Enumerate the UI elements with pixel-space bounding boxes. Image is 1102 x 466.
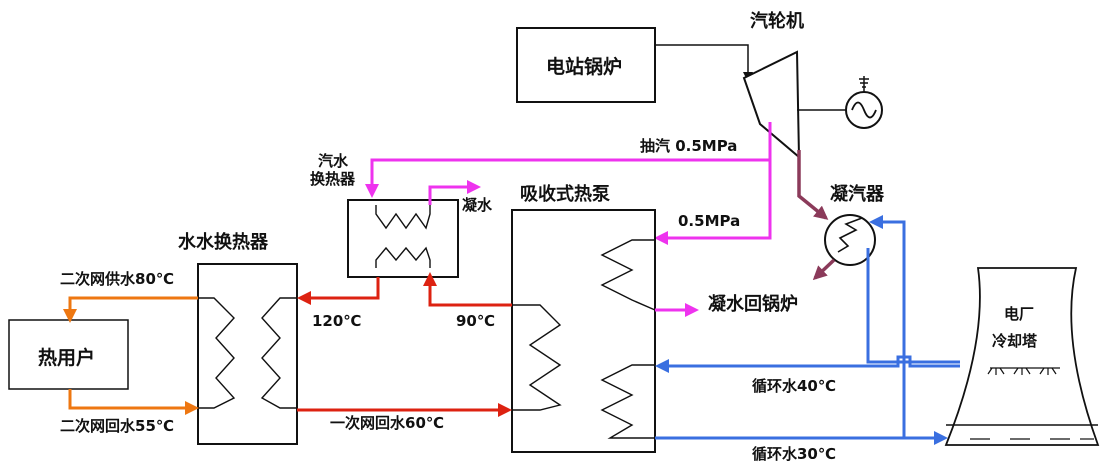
sw-hx-label-1: 汽水 <box>318 152 349 170</box>
heat-user-box <box>8 319 129 390</box>
secondary-return-label: 二次网回水55℃ <box>60 417 175 435</box>
sw-hx-label-2: 换热器 <box>310 170 356 188</box>
primary-return-label: 一次网回水60℃ <box>330 414 445 432</box>
condenser-cooling-inlet <box>869 215 906 438</box>
condenser-icon <box>824 214 876 266</box>
water-water-hx-label: 水水换热器 <box>178 232 268 253</box>
condenser-label: 凝汽器 <box>830 184 884 205</box>
temp-90-label: 90℃ <box>456 312 496 330</box>
secondary-supply-label: 二次网供水80℃ <box>60 270 175 288</box>
sw-hx-condensate-line <box>428 180 481 205</box>
sw-hx-coil-top <box>375 205 431 230</box>
ww-hx-coil-left <box>198 297 236 409</box>
pump-generator-coil <box>600 239 656 311</box>
turbine-exhaust-line <box>797 150 829 220</box>
heat-user-label: 热用户 <box>38 347 96 369</box>
primary-water-120-line <box>297 277 380 305</box>
pump-evaporator-coil <box>600 364 655 439</box>
secondary-return-line <box>68 389 199 415</box>
steam-water-hx-box <box>347 199 459 278</box>
cooling-tower-label-1: 电厂 <box>1004 305 1035 323</box>
cooling-tower-spray <box>970 367 1094 440</box>
condenser-drain-line <box>812 258 836 281</box>
condensate-to-boiler-label: 凝水回锅炉 <box>708 294 798 315</box>
generator-icon <box>845 76 883 129</box>
extraction-steam-label: 抽汽 0.5MPa <box>640 137 738 155</box>
sw-hx-coil-bottom <box>375 246 431 268</box>
turbine-label: 汽轮机 <box>750 11 804 32</box>
absorption-heat-pump-label: 吸收式热泵 <box>520 184 610 205</box>
boiler-to-turbine-line <box>655 44 753 82</box>
steam-to-pump-label: 0.5MPa <box>678 212 741 230</box>
steam-to-sw-hx-line <box>365 158 770 198</box>
boiler-label: 电站锅炉 <box>546 56 623 78</box>
cooling-water-30-label: 循环水30℃ <box>752 445 837 463</box>
pump-absorber-coil <box>512 304 562 411</box>
ww-hx-coil-right <box>260 297 297 409</box>
secondary-supply-line <box>63 296 198 323</box>
steam-to-heat-pump-line <box>654 160 772 245</box>
boiler-box <box>516 27 656 103</box>
cooling-water-40-label: 循环水40℃ <box>752 377 837 395</box>
condensate-label: 凝水 <box>462 196 493 214</box>
cooling-tower-shape <box>944 267 1100 446</box>
absorption-heat-pump-box <box>511 209 656 453</box>
cooling-tower-label-2: 冷却塔 <box>992 332 1038 350</box>
condenser-cooling-outlet <box>866 248 960 364</box>
temp-120-label: 120℃ <box>312 312 362 330</box>
water-water-hx-box <box>197 263 298 445</box>
primary-water-90-line <box>423 272 512 307</box>
